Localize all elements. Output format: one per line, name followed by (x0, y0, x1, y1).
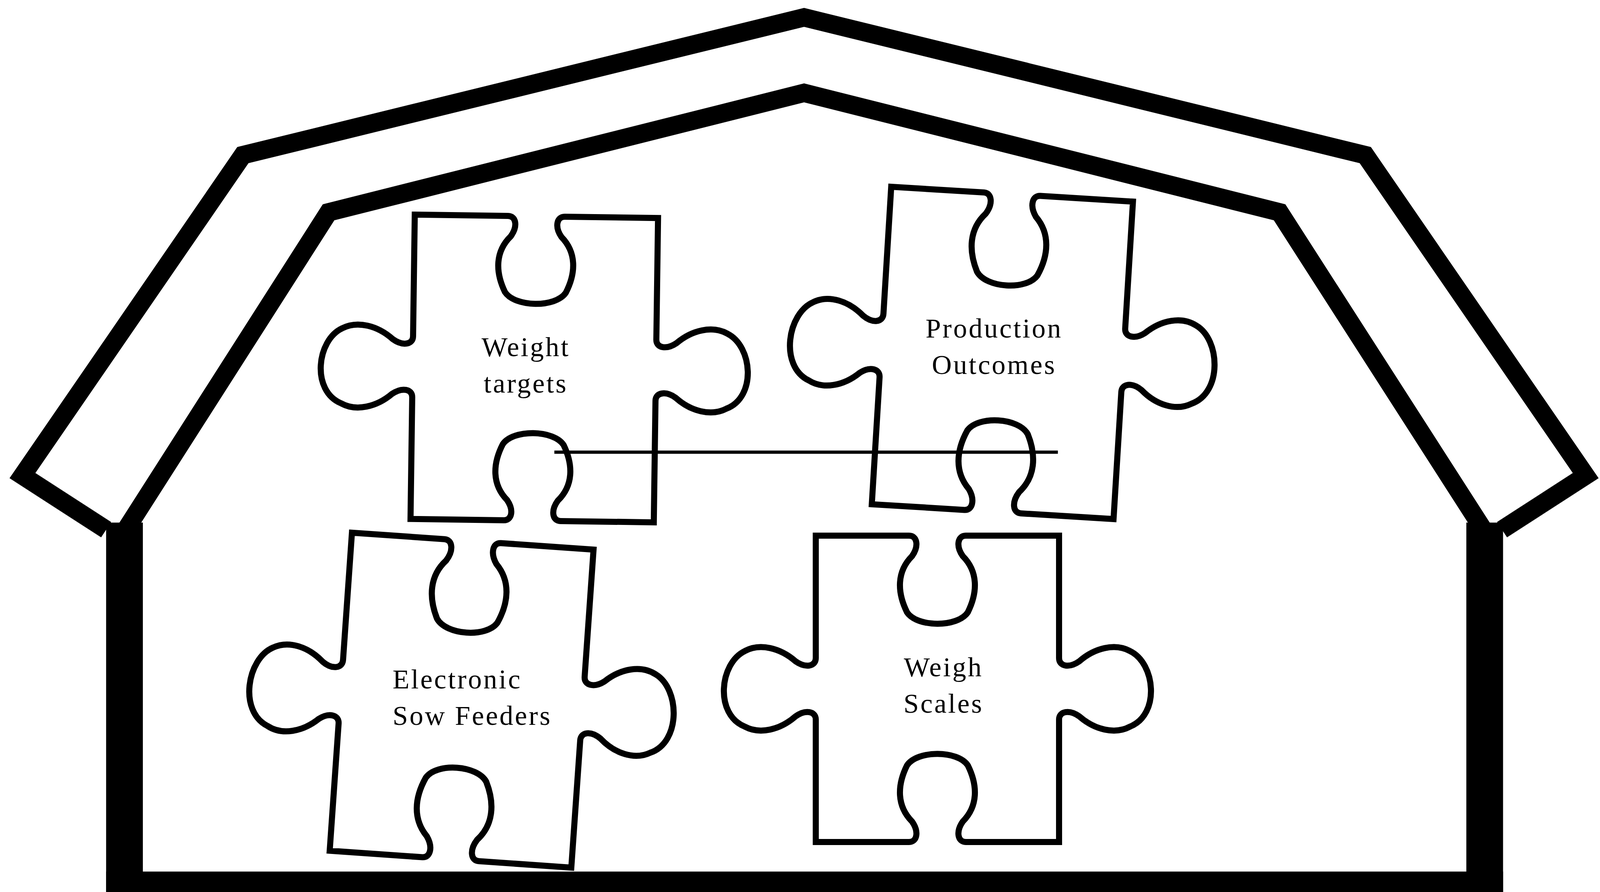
puzzle-path (723, 535, 1151, 843)
connector-line (554, 450, 1059, 454)
puzzle-piece: Electronic Sow Feeders (239, 535, 684, 865)
puzzle-path (238, 526, 685, 874)
puzzle-path (318, 213, 751, 524)
piece-label: Weight targets (465, 328, 587, 402)
piece-label: Weigh Scales (886, 648, 1001, 722)
right-wall (1466, 522, 1504, 892)
piece-label: Electronic Sow Feeders (392, 660, 571, 734)
piece-label: Production Outcomes (909, 310, 1080, 383)
left-wall (106, 522, 143, 892)
inner-roof (124, 92, 1486, 532)
puzzle-piece: Weigh Scales (714, 530, 1161, 848)
puzzle-piece: Weight targets (311, 211, 758, 526)
puzzle-path (780, 181, 1224, 525)
puzzle-piece: Production Outcomes (780, 188, 1225, 518)
barn-floor (106, 871, 1503, 892)
